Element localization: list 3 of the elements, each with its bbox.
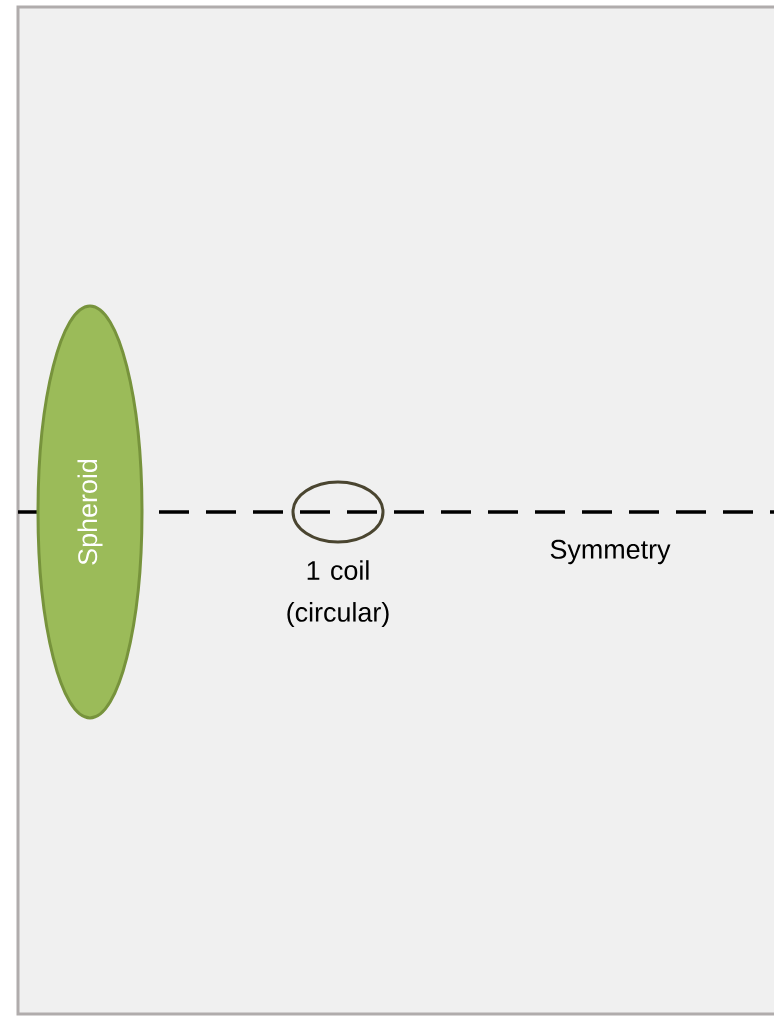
coil-caption: 1 coil (circular): [287, 560, 389, 628]
coil-ellipse: [291, 480, 385, 544]
axis-label: Symmetry: [550, 539, 671, 565]
